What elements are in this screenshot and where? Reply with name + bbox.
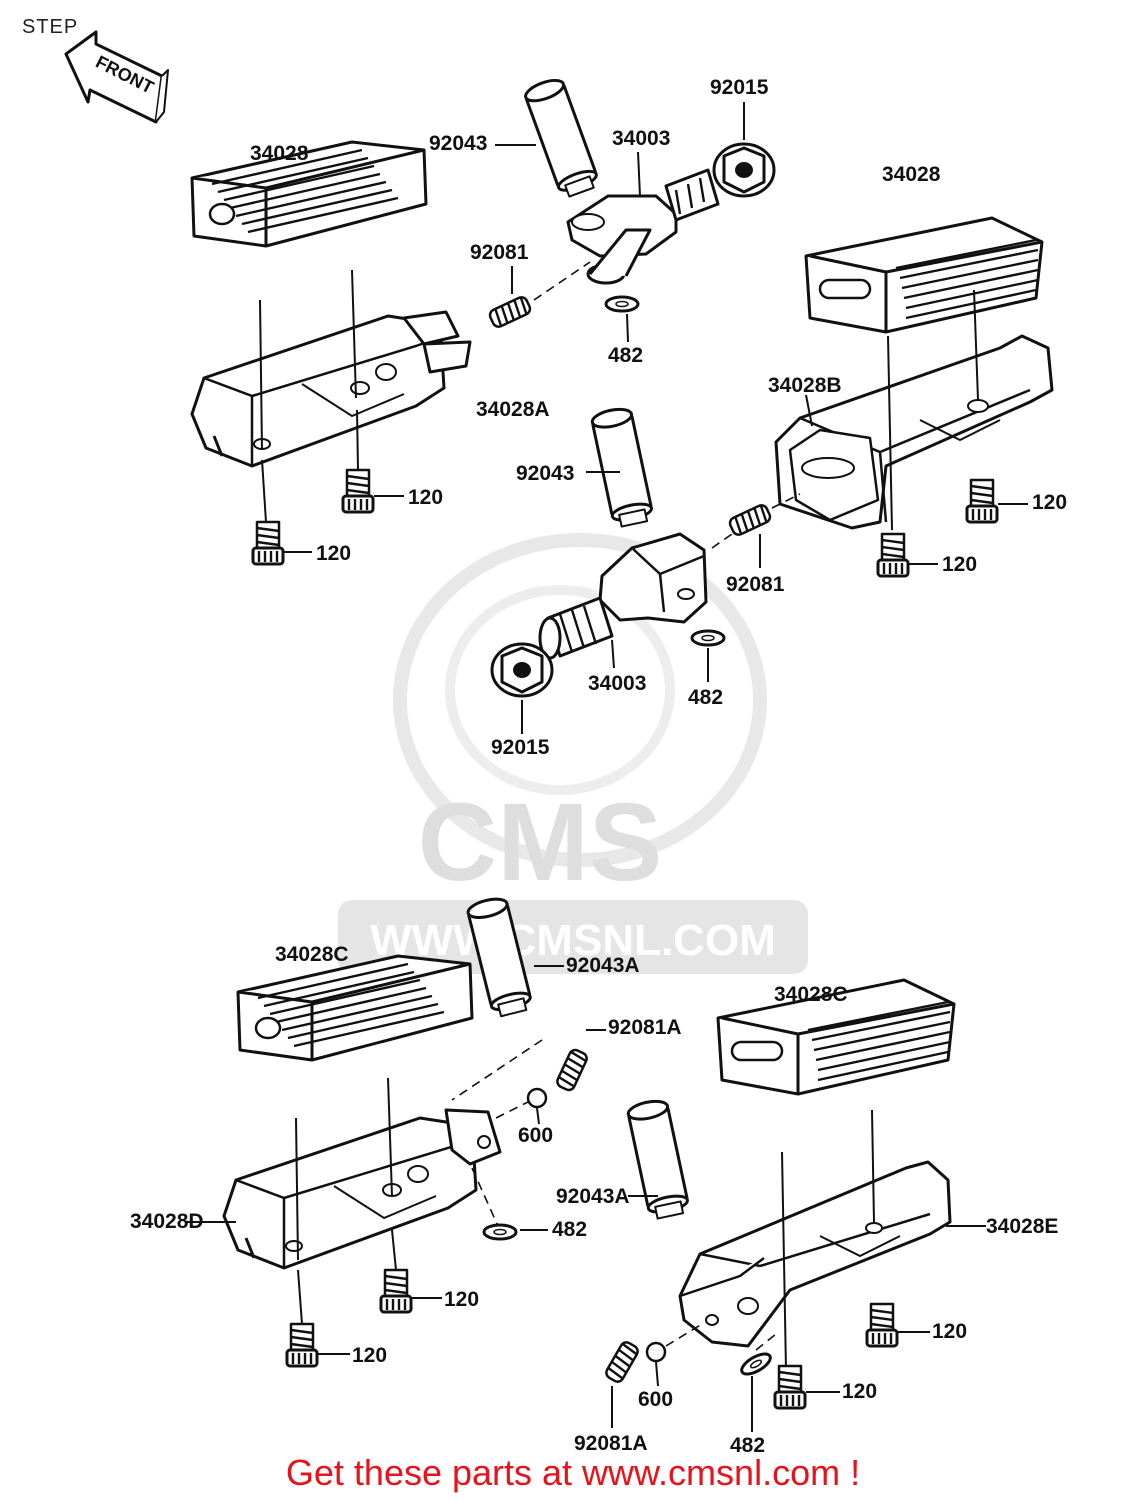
spring-92081a bbox=[602, 1338, 642, 1386]
ball-600 bbox=[526, 1087, 548, 1109]
footpeg-holder-34003 bbox=[538, 532, 708, 660]
footpeg-holder-34003 bbox=[566, 168, 720, 285]
bolt-120 bbox=[285, 1322, 319, 1368]
washer-482 bbox=[690, 629, 726, 647]
part-label: 92015 bbox=[710, 76, 769, 99]
part-label: 92081 bbox=[470, 241, 529, 264]
part-label: 600 bbox=[638, 1388, 673, 1411]
footpeg-rubber-rear-left bbox=[236, 954, 474, 1062]
part-label: 34028C bbox=[774, 983, 848, 1006]
part-label: 92015 bbox=[491, 736, 550, 759]
part-label: 120 bbox=[1032, 491, 1067, 514]
part-label: 92043A bbox=[556, 1185, 630, 1208]
washer-482 bbox=[604, 295, 640, 313]
part-label: 120 bbox=[352, 1344, 387, 1367]
footpeg-rubber-front-right bbox=[804, 216, 1044, 334]
bolt-120 bbox=[865, 1302, 899, 1348]
part-label: 600 bbox=[518, 1124, 553, 1147]
ball-600 bbox=[645, 1341, 667, 1363]
part-label: 92081 bbox=[726, 573, 785, 596]
part-label: 34028D bbox=[130, 1210, 204, 1233]
diagram-title: STEP bbox=[22, 16, 79, 38]
bolt-120 bbox=[965, 478, 999, 524]
part-label: 34028 bbox=[250, 142, 309, 165]
part-label: 92043A bbox=[566, 954, 640, 977]
part-label: 34003 bbox=[612, 127, 670, 150]
spring-92081 bbox=[726, 502, 774, 538]
footpeg-bracket-34028a bbox=[190, 310, 472, 468]
bolt-120 bbox=[341, 468, 375, 514]
part-label: 92043 bbox=[516, 462, 574, 485]
washer-482 bbox=[737, 1348, 775, 1380]
watermark-logo bbox=[338, 533, 808, 974]
part-label: 120 bbox=[942, 553, 977, 576]
part-label: 120 bbox=[316, 542, 351, 565]
part-label: 34003 bbox=[588, 672, 646, 695]
part-label: 92043 bbox=[429, 132, 487, 155]
washer-482 bbox=[482, 1223, 518, 1241]
part-label: 34028A bbox=[476, 398, 550, 421]
part-label: 120 bbox=[842, 1380, 877, 1403]
spring-92081a bbox=[554, 1046, 590, 1094]
part-label: 482 bbox=[608, 344, 643, 367]
part-label: 120 bbox=[408, 486, 443, 509]
part-label: 92081A bbox=[608, 1016, 682, 1039]
watermark-url: WWW.CMSNL.COM bbox=[370, 916, 776, 965]
bolt-120 bbox=[773, 1364, 807, 1410]
front-arrow-icon: FRONT bbox=[64, 30, 169, 124]
nut-92015 bbox=[490, 642, 554, 698]
part-label: 34028C bbox=[275, 943, 349, 966]
nut-92015 bbox=[712, 142, 776, 198]
footpeg-bracket-34028d bbox=[222, 1108, 502, 1270]
pivot-pin-92043 bbox=[521, 74, 602, 201]
part-label: 34028E bbox=[986, 1215, 1058, 1238]
bolt-120 bbox=[379, 1268, 413, 1314]
part-label: 120 bbox=[932, 1320, 967, 1343]
watermark-brand: CMS bbox=[418, 781, 662, 904]
part-label: 34028B bbox=[768, 374, 842, 397]
footpeg-bracket-34028e bbox=[678, 1160, 952, 1348]
part-label: 120 bbox=[444, 1288, 479, 1311]
part-label: 482 bbox=[688, 686, 723, 709]
spring-92081 bbox=[486, 294, 534, 330]
footpeg-bracket-34028b bbox=[774, 334, 1054, 530]
footpeg-rubber-front-left bbox=[190, 140, 428, 248]
part-label: 92081A bbox=[574, 1432, 648, 1455]
bolt-120 bbox=[876, 532, 910, 578]
part-label: 482 bbox=[730, 1434, 765, 1457]
part-label: 482 bbox=[552, 1218, 587, 1241]
pivot-pin-92043a bbox=[625, 1096, 692, 1222]
pivot-pin-92043 bbox=[589, 404, 656, 530]
bolt-120 bbox=[251, 520, 285, 566]
part-label: 34028 bbox=[882, 163, 941, 186]
footer-promo-link[interactable]: Get these parts at www.cmsnl.com ! bbox=[285, 1452, 861, 1493]
